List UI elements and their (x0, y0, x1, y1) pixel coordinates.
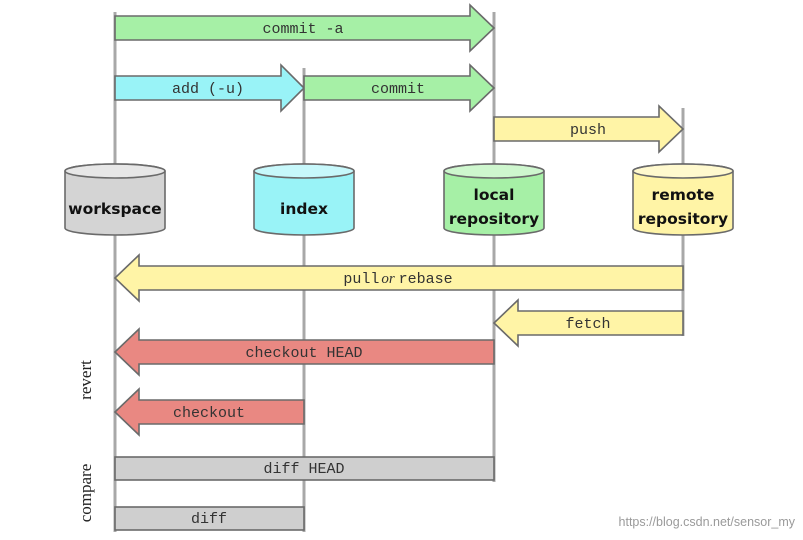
store-workspace: workspace (64, 163, 166, 236)
arrow-fetch-label: fetch (565, 316, 610, 333)
arrow-commit-a-label: commit -a (262, 21, 343, 38)
arrow-checkout-label: checkout (173, 405, 245, 422)
store-index-label: index (280, 200, 328, 218)
arrow-commit-label: commit (371, 81, 425, 98)
store-index: index (253, 163, 355, 236)
bar-diff-label: diff (191, 511, 227, 528)
store-local-label-line2: repository (449, 210, 539, 228)
store-local-repository: local repository (443, 163, 545, 236)
arrow-add: add (-u) (114, 63, 306, 113)
bar-diff: diff (114, 506, 305, 531)
arrow-checkout-head: checkout HEAD (113, 327, 495, 377)
store-remote-label-line2: repository (638, 210, 728, 228)
arrow-fetch: fetch (492, 298, 684, 348)
arrow-push-label: push (570, 122, 606, 139)
watermark-text: https://blog.csdn.net/sensor_my (619, 515, 796, 529)
arrow-push: push (493, 104, 685, 154)
arrow-checkout: checkout (113, 387, 305, 437)
store-remote-label-line1: remote (652, 186, 715, 204)
store-local-label-line1: local (474, 186, 515, 204)
arrow-add-label: add (-u) (172, 81, 244, 98)
store-workspace-label: workspace (68, 200, 161, 218)
group-label-revert: revert (76, 360, 95, 400)
store-remote-repository: remote repository (632, 163, 734, 236)
group-label-compare: compare (76, 464, 95, 523)
bar-diff-head-label: diff HEAD (263, 461, 344, 478)
arrow-commit-a: commit -a (114, 3, 496, 53)
arrow-commit: commit (303, 63, 496, 113)
bar-diff-head: diff HEAD (114, 456, 495, 481)
arrow-checkout-head-label: checkout HEAD (245, 345, 362, 362)
